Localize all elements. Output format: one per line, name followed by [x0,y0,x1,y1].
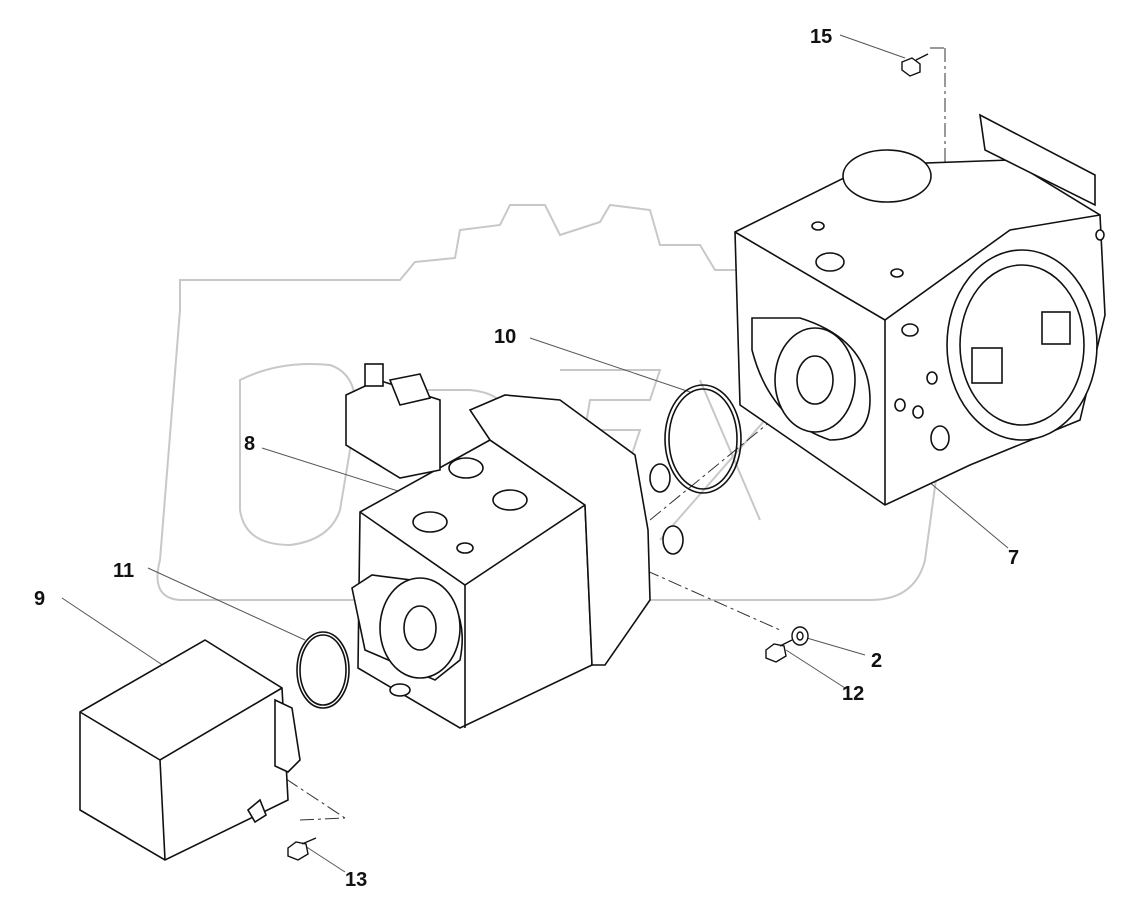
callout-11: 11 [113,560,135,582]
callout-13: 13 [345,869,368,891]
main-pump-part[interactable] [345,363,684,729]
pump-housing-part[interactable] [734,113,1106,506]
callout-10: 10 [494,326,517,348]
bolt-12-part[interactable] [765,639,793,663]
callout-7: 7 [1008,547,1020,569]
leader-lines [61,34,1009,873]
callout-9: 9 [34,588,46,610]
washer-2-part[interactable] [791,626,809,646]
cover-part[interactable] [79,639,301,861]
o-ring-large-part[interactable] [664,384,742,494]
callout-2: 2 [871,650,883,672]
bolt-13-part[interactable] [287,837,317,861]
callout-15: 15 [810,26,833,48]
callout-8: 8 [244,433,256,455]
bolt-15-part[interactable] [901,53,929,77]
o-ring-small-part[interactable] [296,631,350,709]
callout-12: 12 [842,683,865,705]
